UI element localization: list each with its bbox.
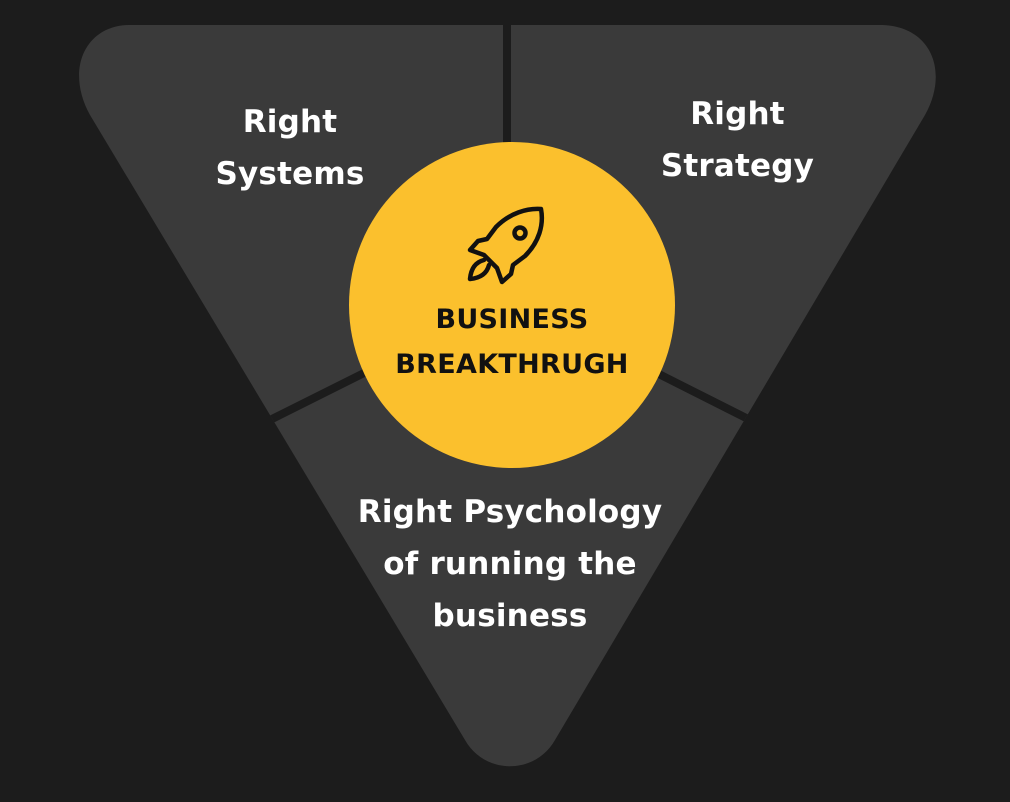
center-title-line1: BUSINESS bbox=[435, 304, 589, 335]
center-title: BUSINESS BREAKTHRUGH bbox=[370, 297, 654, 387]
segment-systems-line2: Systems bbox=[215, 156, 365, 192]
segment-psychology-line3: business bbox=[432, 598, 588, 634]
segment-right-psychology: Right Psychology of running the business bbox=[330, 486, 690, 642]
center-circle bbox=[349, 142, 675, 468]
center-title-line2: BREAKTHRUGH bbox=[395, 349, 629, 380]
segment-psychology-line1: Right Psychology bbox=[357, 494, 663, 530]
segment-strategy-line2: Strategy bbox=[660, 148, 815, 184]
segment-strategy-line1: Right bbox=[690, 96, 785, 132]
segment-right-systems: Right Systems bbox=[170, 96, 410, 200]
segment-systems-line1: Right bbox=[242, 104, 338, 140]
segment-psychology-line2: of running the bbox=[383, 546, 637, 582]
segment-right-strategy: Right Strategy bbox=[620, 88, 855, 192]
rocket-icon bbox=[467, 206, 544, 285]
